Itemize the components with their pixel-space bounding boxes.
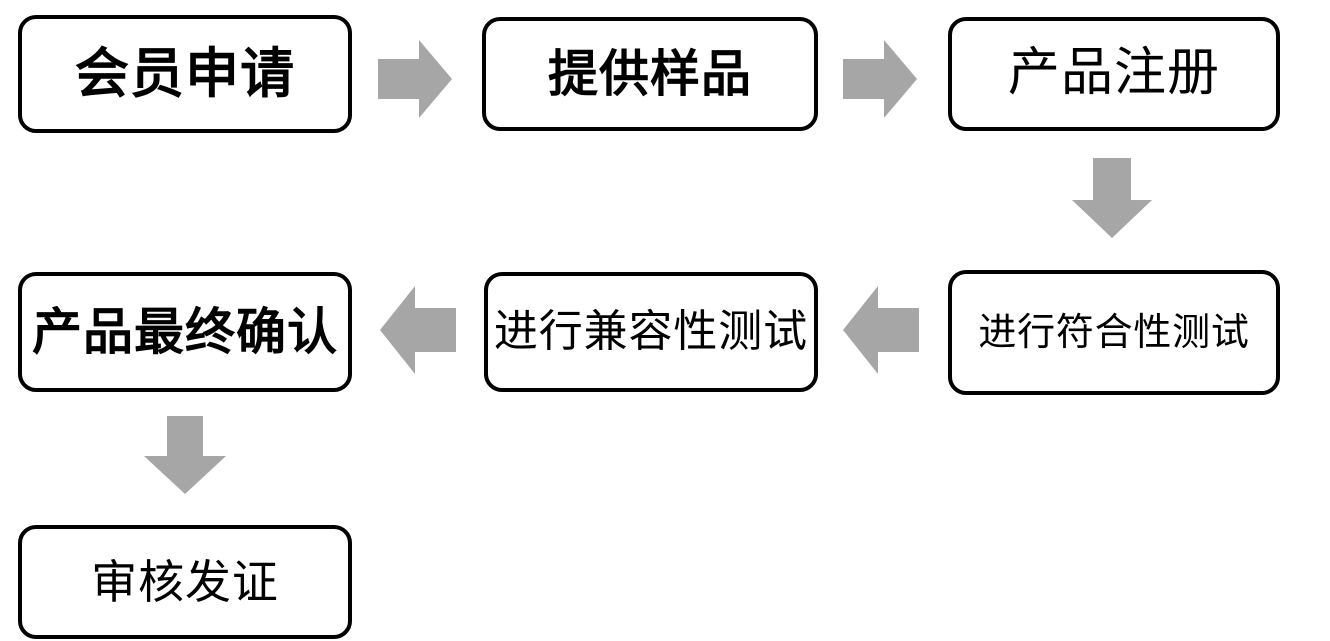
flow-node-label: 审核发证 bbox=[91, 554, 279, 609]
flow-node-product-registration[interactable]: 产品注册 bbox=[948, 17, 1280, 131]
arrow-right-icon bbox=[378, 40, 452, 118]
arrow-down-icon bbox=[1072, 158, 1152, 238]
flow-node-membership-application[interactable]: 会员申请 bbox=[18, 15, 352, 133]
flow-node-label: 产品最终确认 bbox=[32, 302, 338, 361]
arrow-right-icon bbox=[843, 40, 917, 118]
arrow-down-icon bbox=[144, 416, 226, 494]
flow-node-label: 产品注册 bbox=[1007, 43, 1221, 104]
flow-node-final-confirmation[interactable]: 产品最终确认 bbox=[18, 272, 352, 392]
flow-node-label: 会员申请 bbox=[74, 42, 296, 106]
flow-node-compatibility-test[interactable]: 进行兼容性测试 bbox=[484, 272, 818, 392]
flow-node-label: 进行兼容性测试 bbox=[493, 305, 809, 357]
flow-node-label: 提供样品 bbox=[548, 44, 752, 103]
flow-node-conformance-test[interactable]: 进行符合性测试 bbox=[948, 270, 1280, 395]
flow-node-provide-samples[interactable]: 提供样品 bbox=[482, 17, 818, 131]
arrow-left-icon bbox=[843, 286, 919, 374]
flow-node-audit-certificate[interactable]: 审核发证 bbox=[18, 525, 352, 639]
flow-node-label: 进行符合性测试 bbox=[978, 309, 1250, 354]
arrow-left-icon bbox=[380, 286, 456, 374]
